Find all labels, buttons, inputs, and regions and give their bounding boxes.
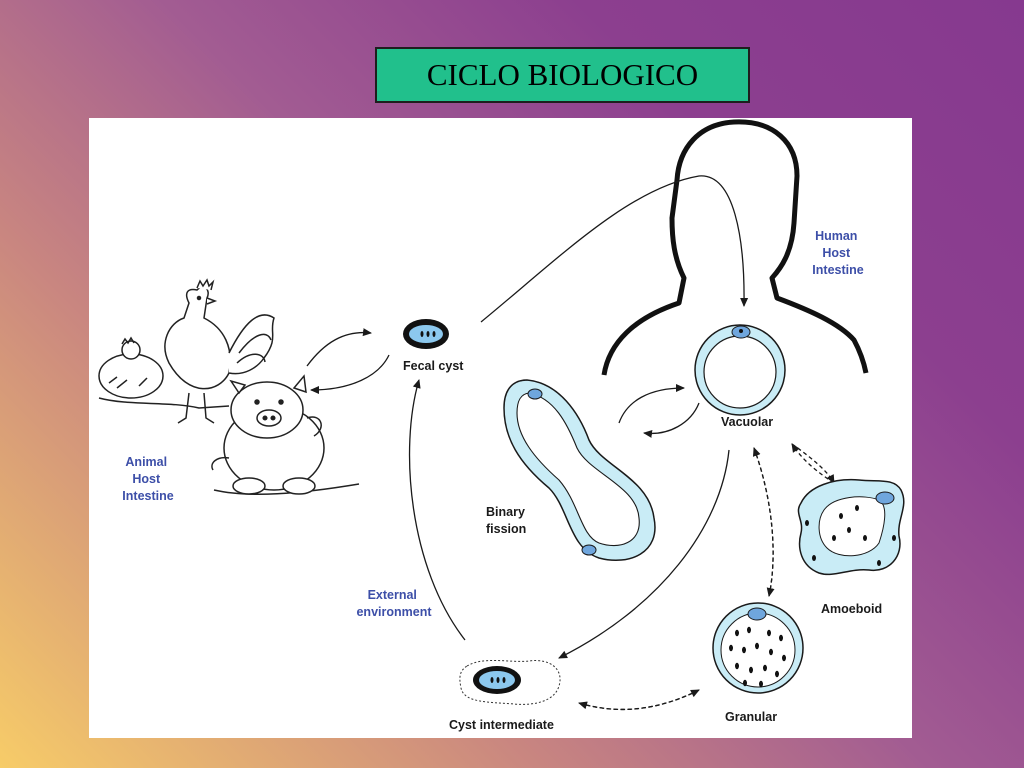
cyst-intermediate-label: Cyst intermediate [449, 718, 554, 732]
slide-title: CICLO BIOLOGICO [375, 47, 750, 103]
fecal-cyst-label: Fecal cyst [403, 359, 464, 373]
rooster-icon [164, 278, 275, 424]
arrow-granular-cyst [578, 689, 700, 711]
life-cycle-diagram: Human Host Intestine Animal Host Intesti… [89, 118, 912, 738]
arrow-vacuolar-to-cyst-intermediate [558, 449, 730, 659]
amoeboid-label: Amoeboid [821, 602, 882, 616]
fecal-cyst-cell [403, 319, 449, 349]
arrow-animal-to-cyst [306, 328, 372, 367]
arrow-cyst-granular [578, 689, 700, 711]
arrow-vacuolar-amoeboid [791, 443, 835, 484]
arrow-cyst-to-human [480, 175, 749, 323]
amoeboid-cell [797, 478, 905, 576]
animal-hosts-illustration [98, 278, 360, 495]
vacuolar-label: Vacuolar [721, 415, 773, 429]
arrow-granular-vacuolar [752, 447, 774, 597]
arrow-vacuolar-granular [753, 447, 775, 597]
binary-fission-cell [503, 379, 656, 562]
arrow-amoeboid-vacuolar [791, 443, 835, 484]
chicken-icon [98, 336, 164, 399]
human-silhouette-icon [601, 119, 869, 376]
arrow-external-env-to-fecal-cyst [408, 379, 466, 641]
pig-icon [211, 374, 325, 495]
vacuolar-cell [694, 324, 786, 416]
external-environment-label: External environment [356, 588, 432, 619]
binary-fission-label: Binary fission [486, 505, 528, 536]
arrow-vacuolar-to-fission [643, 402, 700, 438]
granular-label: Granular [725, 710, 777, 724]
cycle-arrows [306, 175, 835, 711]
animal-host-label: Animal Host Intestine [122, 455, 173, 503]
arrow-fission-to-vacuolar [618, 384, 685, 424]
arrow-cyst-to-animal [310, 354, 390, 394]
granular-cell [712, 602, 804, 694]
human-host-label: Human Host Intestine [812, 229, 863, 277]
cyst-intermediate-cell [459, 659, 561, 705]
